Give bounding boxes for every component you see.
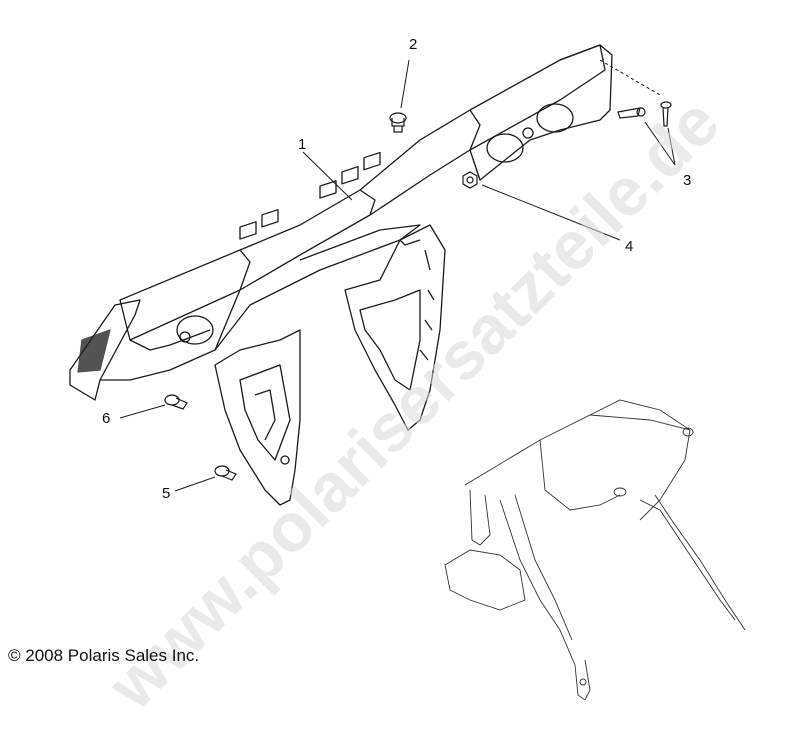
- reference-frame: [444, 399, 746, 701]
- screw-part-3b: [660, 101, 672, 127]
- callout-3: 3: [683, 172, 692, 189]
- bumper-frame: [69, 44, 613, 506]
- callout-6: 6: [102, 410, 111, 427]
- copyright-notice: © 2008 Polaris Sales Inc.: [8, 646, 200, 665]
- callout-5: 5: [162, 485, 171, 502]
- leader-lines: [119, 59, 676, 492]
- nut-part-4: [462, 171, 478, 189]
- callout-1: 1: [298, 136, 307, 153]
- callout-4: 4: [625, 238, 634, 255]
- bolt-part-6: [164, 394, 188, 410]
- bolt-part-2: [389, 112, 407, 133]
- screw-part-3a: [617, 107, 646, 119]
- bolt-part-5: [214, 465, 237, 481]
- callout-2: 2: [409, 36, 418, 53]
